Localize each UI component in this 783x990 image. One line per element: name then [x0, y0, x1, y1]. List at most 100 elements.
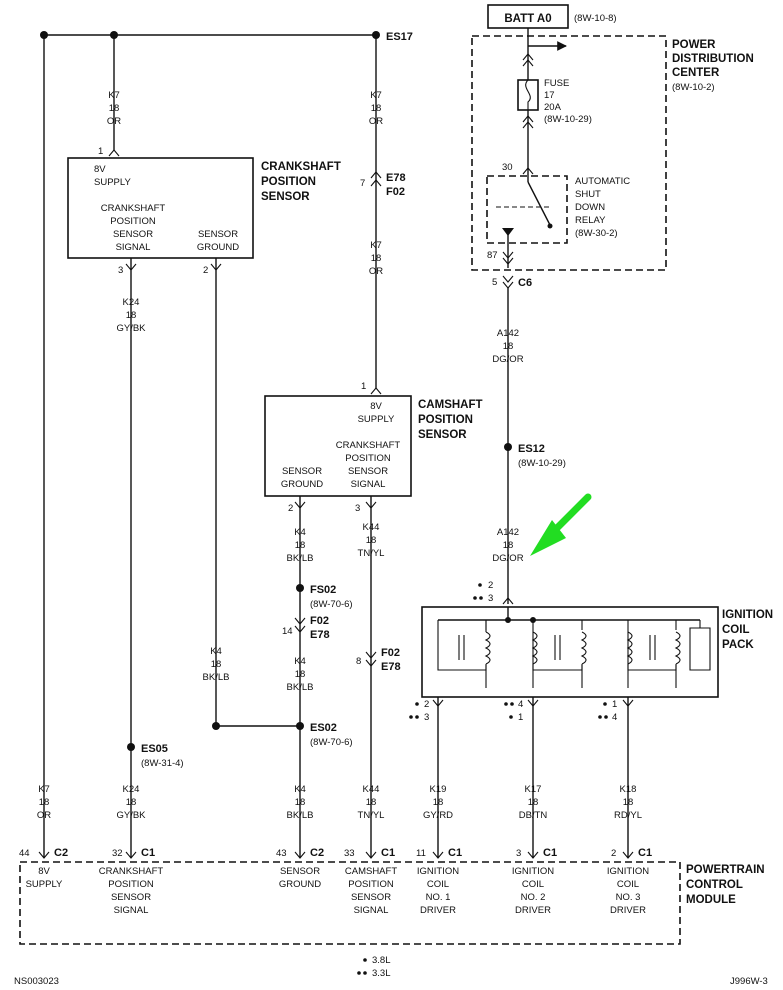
crank-supply-1: 8V — [94, 164, 106, 175]
f02-right-line-2: E78 — [381, 661, 401, 673]
a142-upper-line-3: DG/OR — [492, 354, 523, 365]
pdc-ref: (8W-10-2) — [672, 82, 715, 93]
crank-ground-1: SENSOR — [198, 229, 238, 240]
crank-title-1: CRANKSHAFT — [261, 161, 341, 173]
bw-1-a: K24 — [123, 784, 140, 795]
pdc-title-line-3: CENTER — [672, 67, 720, 79]
bw-0-a: K7 — [38, 784, 50, 795]
bw-0-c: OR — [37, 810, 51, 821]
legend-dot — [478, 583, 482, 587]
asd-relay-box — [486, 175, 568, 244]
k4-cam-line-1: K4 — [294, 527, 306, 538]
fs02-label: FS02 — [310, 584, 336, 596]
legend-dot-33b — [363, 971, 367, 975]
crank-signal-3: SENSOR — [113, 229, 153, 240]
fuse-line-4: (8W-10-29) — [544, 114, 592, 125]
legend-dot-33a — [357, 971, 361, 975]
pcm-label-6-1: IGNITION — [607, 866, 649, 877]
e78-top-line-1: E78 — [386, 172, 406, 184]
k7-left-line-1: K7 — [108, 90, 120, 101]
relay-pin-87: 87 — [487, 250, 498, 261]
pdc-title: POWER DISTRIBUTION CENTER (8W-10-2) — [672, 39, 754, 93]
coil-pin-a-3: 3 — [424, 712, 429, 723]
connector-chevron — [108, 149, 120, 157]
crankshaft-sensor-box — [67, 157, 254, 259]
coil-bus-dot — [505, 617, 511, 623]
asd-line-3: DOWN — [575, 202, 605, 213]
connector-chevron — [522, 167, 534, 175]
f02-right-pin: 8 — [356, 656, 361, 667]
pcm-pin-3: 3 — [516, 848, 521, 859]
coil-title-2: COIL — [722, 624, 749, 636]
cam-pin-3: 3 — [355, 503, 360, 514]
pcm-label-2-1: SENSOR — [280, 866, 320, 877]
asd-line-1: AUTOMATIC — [575, 176, 630, 187]
coil-top-pin-2: 2 — [488, 580, 493, 591]
relay-contact-point — [547, 223, 553, 229]
a142-lower-line-3: DG/OR — [492, 553, 523, 564]
a142-upper-line-1: A142 — [497, 328, 519, 339]
cam-supply-1: 8V — [370, 401, 382, 412]
coil-pin-c-1: 1 — [612, 699, 617, 710]
asd-line-2: SHUT — [575, 189, 601, 200]
pcm-conn-c2-a: C2 — [54, 847, 68, 859]
legend-dot-38 — [363, 958, 367, 962]
relay-switch-contact — [527, 181, 551, 226]
k4-cam-line-3: BK/LB — [287, 553, 314, 564]
coil-output-pins: 2 3 4 1 1 4 — [409, 699, 634, 723]
crank-pin-3: 3 — [118, 265, 123, 276]
k4-crank-line-2: 18 — [211, 659, 222, 670]
pcm-label-1-3: SENSOR — [111, 892, 151, 903]
pcm-title-1: POWERTRAIN — [686, 864, 765, 876]
cam-title-2: POSITION — [418, 414, 473, 426]
pdc-title-line-1: POWER — [672, 39, 716, 51]
bw-5-c: DB/TN — [519, 810, 548, 821]
cam-supply-2: SUPPLY — [358, 414, 395, 425]
crank-supply-2: SUPPLY — [94, 177, 131, 188]
pcm-conn-c1-d: C1 — [543, 847, 557, 859]
fuse-line-3: 20A — [544, 102, 562, 113]
pcm-pin-44: 44 — [19, 848, 30, 859]
pcm-label-2-2: GROUND — [279, 879, 321, 890]
pcm-label-5-3: NO. 2 — [521, 892, 546, 903]
pcm-pin-2: 2 — [611, 848, 616, 859]
pcm-label-4-1: IGNITION — [417, 866, 459, 877]
crank-pin-2: 2 — [203, 265, 208, 276]
cam-title-1: CAMSHAFT — [418, 399, 483, 411]
bw-4-c: GY/RD — [423, 810, 453, 821]
green-callout-arrow-icon — [530, 493, 592, 556]
batt-a0-label: BATT A0 — [504, 13, 551, 25]
k44-upper-line-2: 18 — [366, 535, 377, 546]
bw-1-c: GY/BK — [116, 810, 146, 821]
coil-pin-b-4: 4 — [518, 699, 523, 710]
es05-label: ES05 — [141, 743, 168, 755]
pcm-label-6-4: DRIVER — [610, 905, 646, 916]
a142-lower-line-1: A142 — [497, 527, 519, 538]
cam-signal-2: POSITION — [345, 453, 391, 464]
relay-ground-icon — [502, 228, 514, 236]
pcm-label-4-3: NO. 1 — [426, 892, 451, 903]
k24-upper-line-2: 18 — [126, 310, 137, 321]
coil-top-pin-3: 3 — [488, 593, 493, 604]
es05-splice-dot — [127, 743, 135, 751]
batt-a0-ref: (8W-10-8) — [574, 13, 617, 24]
crank-ground-2: GROUND — [197, 242, 239, 253]
k7-mid-line-1: K7 — [370, 90, 382, 101]
pcm-conn-c1-e: C1 — [638, 847, 652, 859]
k4-mid-line-1: K4 — [294, 656, 306, 667]
pcm-title-3: MODULE — [686, 894, 736, 906]
pcm-pins: 44 C2 8V SUPPLY 32 C1 CRANKSHAFT POSITIO… — [19, 847, 652, 916]
es12-ref: (8W-10-29) — [518, 458, 566, 469]
connector-chevron — [522, 115, 534, 129]
bottom-wire-labels: K7 18 OR K24 18 GY/BK K4 18 BK/LB K44 18… — [37, 784, 642, 821]
f02-right-line-1: F02 — [381, 647, 400, 659]
k4-splice-dot — [212, 722, 220, 730]
a142-lower-line-2: 18 — [503, 540, 514, 551]
k7-mid-line-3: OR — [369, 116, 383, 127]
pcm-label-0-2: SUPPLY — [26, 879, 63, 890]
k4-cam-line-2: 18 — [295, 540, 306, 551]
coil-pin-c-4: 4 — [612, 712, 617, 723]
f02-right-connector — [365, 651, 377, 667]
pcm-label-5-2: COIL — [522, 879, 544, 890]
